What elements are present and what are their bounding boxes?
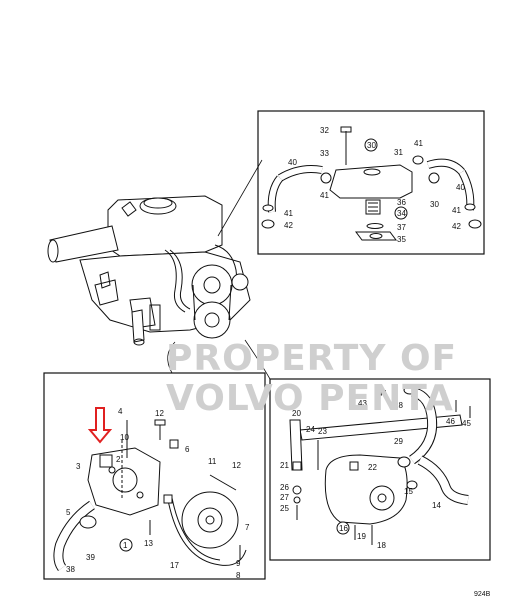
- callout-41: 41: [414, 139, 423, 148]
- callout-20: 20: [292, 409, 301, 418]
- callout-31: 31: [394, 148, 403, 157]
- callout-10: 10: [120, 433, 129, 442]
- callout-42: 42: [284, 221, 293, 230]
- callout-19: 19: [357, 532, 366, 541]
- callout-6: 6: [185, 445, 190, 454]
- callout-35: 35: [397, 235, 406, 244]
- callout-7: 7: [245, 523, 250, 532]
- callout-11: 11: [208, 457, 217, 466]
- detail-box-heat-exchanger: 44 28 46 45 43 20 24 23 29 22 21 15 14 2…: [244, 339, 491, 561]
- callout-43: 43: [358, 399, 367, 408]
- callout-39: 39: [86, 553, 95, 562]
- callout-18: 18: [377, 541, 386, 550]
- callout-12: 12: [232, 461, 241, 470]
- callout-15: 15: [404, 487, 413, 496]
- callout-23: 23: [318, 427, 327, 436]
- callout-33: 33: [320, 149, 329, 158]
- callout-22: 22: [368, 463, 377, 472]
- callout-37: 37: [397, 223, 406, 232]
- callout-8: 8: [236, 571, 241, 580]
- callout-46: 46: [446, 417, 455, 426]
- callout-1: 1: [123, 541, 128, 550]
- watermark: PROPERTY OF VOLVO PENTA: [166, 338, 457, 419]
- callout-26: 26: [280, 483, 289, 492]
- callout-2: 2: [116, 455, 121, 464]
- callout-4: 4: [118, 407, 123, 416]
- callout-12: 12: [155, 409, 164, 418]
- callout-9: 9: [236, 559, 241, 568]
- watermark-line-2: VOLVO PENTA: [166, 378, 454, 419]
- callout-13: 13: [144, 539, 153, 548]
- callout-45: 45: [462, 419, 471, 428]
- callout-41: 41: [452, 206, 461, 215]
- callout-30: 30: [367, 141, 376, 150]
- callout-14: 14: [432, 501, 441, 510]
- callout-44: 44: [378, 389, 387, 398]
- detail-box-water-pump: 4 10 12 6 3 2 11 12 5 1 13 7 39 38 17 9 …: [43, 341, 266, 580]
- callout-42: 42: [452, 222, 461, 231]
- callout-17: 17: [170, 561, 179, 570]
- callout-41: 41: [320, 191, 329, 200]
- callout-41: 41: [284, 209, 293, 218]
- watermark-line-1: PROPERTY OF: [166, 338, 457, 379]
- callout-21: 21: [280, 461, 289, 470]
- callout-27: 27: [280, 493, 289, 502]
- callout-32: 32: [320, 126, 329, 135]
- callout-34: 34: [397, 209, 406, 218]
- engine-overview: [47, 195, 251, 346]
- callout-24: 24: [306, 425, 315, 434]
- drawing-reference: 924B: [474, 591, 491, 598]
- callout-36: 36: [397, 198, 406, 207]
- callout-40: 40: [456, 183, 465, 192]
- callout-25: 25: [280, 504, 289, 513]
- callout-3: 3: [76, 462, 81, 471]
- callout-28: 28: [394, 401, 403, 410]
- callout-30: 30: [430, 200, 439, 209]
- callout-40: 40: [288, 158, 297, 167]
- detail-box-thermostat: 32 33 30 31 41 40 41 30 40 41 42 34 36 3…: [217, 110, 485, 255]
- highlight-arrow: [87, 407, 113, 444]
- callout-38: 38: [66, 565, 75, 574]
- callout-5: 5: [66, 508, 71, 517]
- callout-16: 16: [339, 524, 348, 533]
- callout-29: 29: [394, 437, 403, 446]
